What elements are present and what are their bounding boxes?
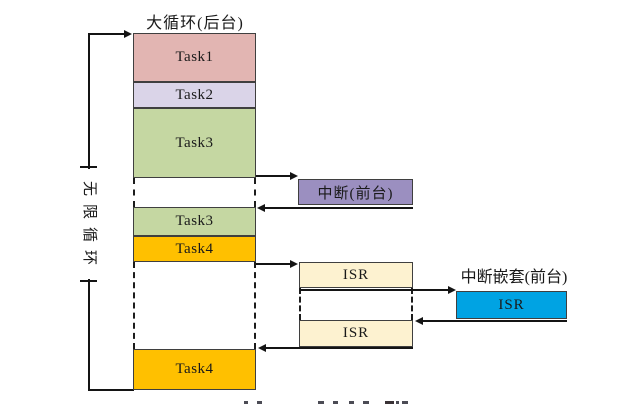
isr-gap-dashed-left bbox=[299, 288, 301, 320]
caption-mark bbox=[333, 401, 338, 404]
return-from-nested-isr-head-icon bbox=[415, 317, 423, 325]
task3-box: Task3 bbox=[133, 108, 256, 178]
task2-box: Task2 bbox=[133, 82, 256, 108]
task3-resume-box: Task3 bbox=[133, 207, 256, 236]
loop-label-background bbox=[81, 169, 97, 279]
background-loop-title: 大循环(后台) bbox=[146, 15, 244, 32]
caption-mark bbox=[244, 401, 248, 404]
arrow-to-isr bbox=[256, 263, 292, 265]
caption-mark bbox=[396, 401, 399, 404]
nested-interrupt-title: 中断嵌套(前台) bbox=[460, 269, 568, 286]
loop-line-top bbox=[88, 33, 125, 35]
isr-gap-dashed-right bbox=[411, 288, 413, 320]
loop-label-tick-bottom bbox=[80, 280, 97, 282]
return-from-interrupt-head-icon bbox=[257, 204, 265, 212]
interrupt-foreground-box: 中断(前台) bbox=[298, 179, 413, 205]
interrupted-gap-2 bbox=[133, 262, 256, 349]
infinite-loop-label: 无限循环 bbox=[81, 180, 97, 273]
arrow-to-interrupt bbox=[256, 175, 292, 177]
loop-label-tick-top bbox=[80, 166, 97, 168]
caption-mark bbox=[349, 401, 354, 404]
caption-mark bbox=[385, 401, 394, 404]
arrow-to-isr-head-icon bbox=[290, 260, 298, 268]
interrupted-gap-1 bbox=[133, 178, 256, 207]
task1-box: Task1 bbox=[133, 33, 256, 82]
task4-resume-box: Task4 bbox=[133, 349, 256, 390]
loop-arrowhead-icon bbox=[124, 30, 132, 38]
isr-box-2: ISR bbox=[299, 320, 413, 347]
return-from-isr-line bbox=[265, 347, 413, 349]
arrow-to-interrupt-head-icon bbox=[290, 172, 298, 180]
nested-isr-box: ISR bbox=[456, 291, 567, 319]
caption-mark bbox=[257, 401, 262, 404]
return-from-nested-isr-line bbox=[422, 320, 567, 322]
caption-mark bbox=[363, 401, 369, 404]
loop-line-bottom bbox=[88, 389, 134, 391]
arrow-to-nested-isr bbox=[300, 289, 450, 291]
arrow-to-nested-isr-head-icon bbox=[448, 286, 456, 294]
return-from-interrupt-line bbox=[263, 207, 413, 209]
return-from-isr-head-icon bbox=[258, 344, 266, 352]
caption-mark bbox=[402, 401, 408, 404]
isr-box-1: ISR bbox=[299, 262, 413, 288]
task4-box: Task4 bbox=[133, 236, 256, 262]
caption-mark bbox=[318, 401, 324, 404]
